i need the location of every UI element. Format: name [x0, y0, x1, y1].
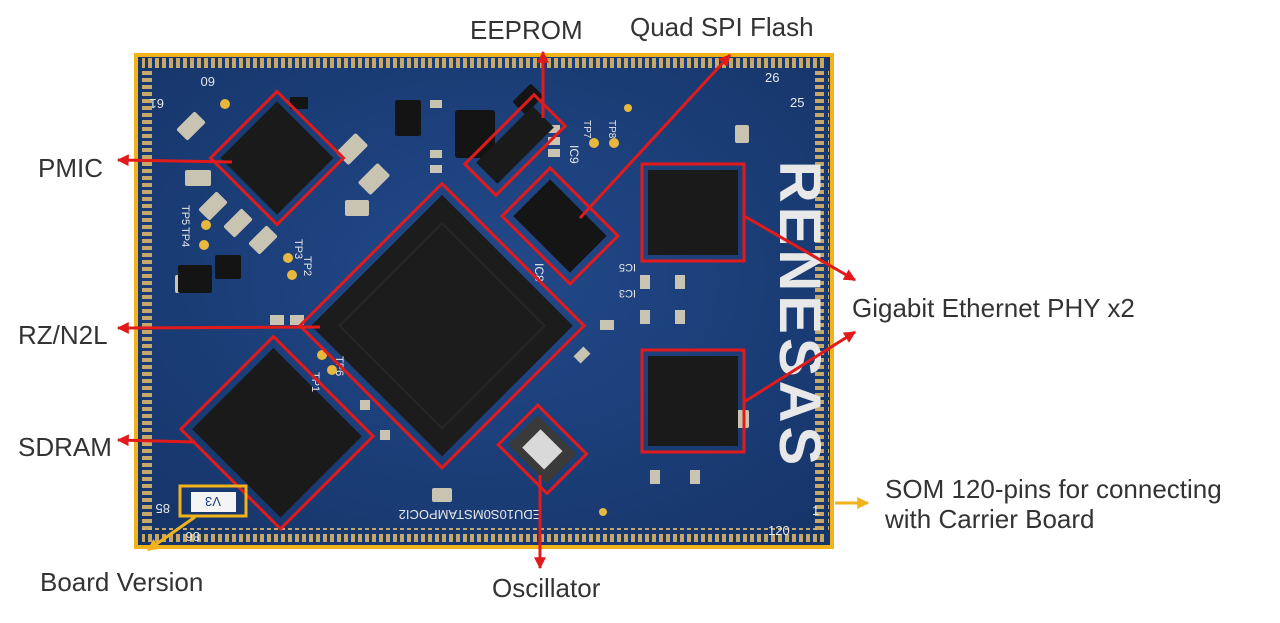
phy-chip-1	[648, 170, 738, 255]
sdram-label: SDRAM	[18, 432, 112, 462]
pin-25-silk: 25	[790, 95, 804, 110]
rzn2l-label: RZ/N2L	[18, 320, 108, 350]
eeprom-label: EEPROM	[470, 15, 583, 45]
ic5-silk: IC5	[619, 261, 636, 273]
pin-1-silk: 1	[812, 503, 819, 518]
oscillator-part	[508, 415, 577, 484]
version-sticker: V3	[191, 492, 236, 512]
tp2-silk: TP2	[301, 256, 313, 276]
tp3-silk: TP3	[292, 239, 304, 259]
sdram-highlight	[178, 334, 376, 531]
phy1-highlight	[640, 162, 746, 263]
test-points	[199, 99, 632, 516]
rzn2l-arrow	[116, 321, 321, 334]
pointer-arrows	[116, 50, 870, 570]
part-number-silk: EDU10S0MSTAMPOCI2	[399, 507, 542, 522]
eeprom-highlight	[462, 92, 568, 198]
version-highlight	[178, 484, 248, 518]
qspi-highlight	[499, 165, 621, 287]
tp8-silk: TP8	[606, 120, 617, 139]
sdram-arrow	[116, 434, 196, 447]
ic9-silk: IC9	[567, 145, 581, 164]
pcb-board: RENESAS EDU10S0MSTAMPOCI2 60 61 26 25 85…	[138, 57, 832, 545]
brand-logo: RENESAS	[767, 161, 832, 469]
rzn2l-highlight	[297, 181, 587, 470]
tp4-silk: TP4	[179, 227, 191, 247]
pmic-highlight	[208, 89, 346, 227]
qspi-arrow	[578, 53, 732, 220]
som-pins-label: SOM 120-pins for connecting with Carrier…	[885, 474, 1222, 534]
pin-86-silk: 86	[186, 529, 200, 544]
pmic-chip	[220, 101, 334, 215]
pin-61-silk: 61	[150, 96, 164, 111]
rzn2l-chip	[311, 194, 573, 457]
tp5-silk: TP5	[179, 205, 191, 225]
oscillator-label: Oscillator	[492, 573, 601, 603]
version-silk: V3	[205, 494, 221, 509]
eeprom-chip	[476, 106, 554, 184]
pmic-label: PMIC	[38, 153, 103, 183]
ic3-silk: IC3	[619, 287, 636, 299]
qspi-flash-label: Quad SPI Flash	[630, 12, 814, 42]
gigabit-ethernet-phy-label: Gigabit Ethernet PHY x2	[852, 293, 1135, 323]
board-outline	[134, 53, 834, 549]
tp7-silk: TP7	[581, 120, 592, 139]
oscillator-highlight	[496, 403, 589, 496]
board-version-label: Board Version	[40, 567, 204, 597]
board-version-arrow	[147, 515, 196, 552]
pmic-arrow	[116, 154, 233, 167]
pin-60-silk: 60	[201, 74, 215, 89]
passive-components	[175, 100, 749, 502]
pin-120-silk: 120	[768, 523, 790, 538]
qspi-chip	[513, 179, 607, 273]
sdram-chip	[192, 347, 362, 518]
component-highlights	[178, 89, 746, 531]
pin-26-silk: 26	[765, 70, 779, 85]
pin-85-silk: 85	[156, 501, 170, 516]
phy1-arrow	[743, 214, 857, 282]
phy-chip-2	[648, 356, 738, 446]
phy2-arrow	[743, 330, 857, 404]
